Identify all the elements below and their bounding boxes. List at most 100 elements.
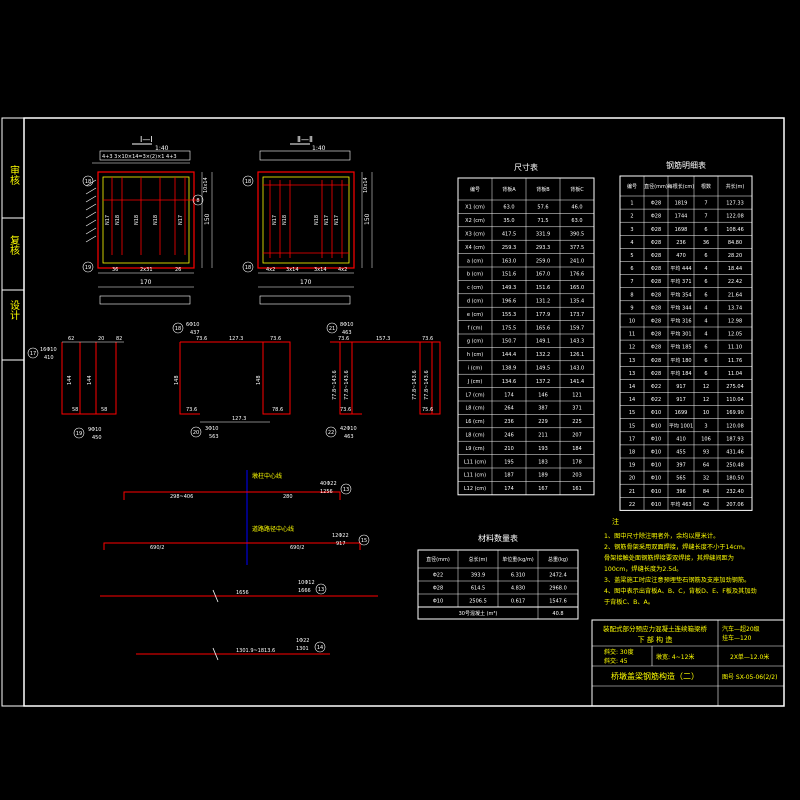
dim-table-cell: 149.5 xyxy=(536,366,550,372)
material-table-title: 材料数量表 xyxy=(478,533,518,543)
rebar-table-cell: 6 xyxy=(704,253,707,259)
rebar-table-cell: 11.10 xyxy=(728,345,742,351)
dim-table-cell: 146 xyxy=(538,392,548,398)
rebar-table-cell: 470 xyxy=(676,253,686,259)
rebar-table-cell: 36 xyxy=(703,240,709,246)
bar-18-shape: 73.6 127.3 73.6 148 148 73.6 78.6 18 6Φ1… xyxy=(172,322,291,415)
dim-table-cell: 236 xyxy=(504,419,514,425)
rebar-table-cell: 11 xyxy=(629,332,635,338)
title-right-1: 汽车—超20级 xyxy=(722,625,760,633)
section-2-bottom-dim: 3x14 xyxy=(314,267,327,273)
rebar-table-cell: 84 xyxy=(703,489,709,495)
section-2-scale: 1:40 xyxy=(312,145,326,152)
elev-1-right: 280 xyxy=(283,494,293,500)
dim-table-cell: 135.4 xyxy=(570,299,584,305)
rebar-table-cell: 5 xyxy=(630,253,633,259)
rebar-table-cell: 207.06 xyxy=(726,502,744,508)
rebar-table-cell: 396 xyxy=(676,489,686,495)
dim-table-cell: 163.0 xyxy=(502,258,516,264)
material-table-cell: 2472.4 xyxy=(549,573,567,579)
rebar-table-cell: 22.42 xyxy=(728,279,742,285)
dim-table-cell: 203 xyxy=(572,473,582,479)
rebar-table-cell: Φ10 xyxy=(651,423,661,429)
rebar-table-cell: Φ10 xyxy=(651,410,661,416)
rebar-table-cell: 122.08 xyxy=(726,214,744,220)
dim-table-cell: h (cm) xyxy=(467,352,483,358)
rebar-table-cell: 18 xyxy=(629,449,635,455)
bar-22-dim: 73.6 xyxy=(340,407,351,413)
side-strip xyxy=(1,117,25,707)
bar-21-dim: 157.3 xyxy=(376,336,390,342)
dim-table-cell: X1 (cm) xyxy=(465,205,485,211)
section-2-bar-label: N18 xyxy=(314,215,320,225)
material-table-cell: 2968.0 xyxy=(549,586,567,592)
dim-table-cell: 293.3 xyxy=(536,245,550,251)
rebar-table-cell: 平均 371 xyxy=(670,278,691,285)
bar-19-spec: 9Φ10 xyxy=(88,427,101,433)
rebar-table-cell: Φ28 xyxy=(651,292,661,298)
elevation-drawing: 墩柱中心线 道路路径中心线 298~406 280 13 40Φ22 1256 … xyxy=(100,470,378,661)
elev-3-tag: 13 xyxy=(318,587,324,593)
dim-table-cell: 165.0 xyxy=(570,285,584,291)
rebar-table-cell: 32 xyxy=(703,476,709,482)
dim-table-cell: 165.6 xyxy=(536,325,550,331)
rebar-table-cell: Φ28 xyxy=(651,305,661,311)
dim-table-cell: 195 xyxy=(504,459,514,465)
elev-1-left: 298~406 xyxy=(170,494,193,500)
material-table-cell: Φ22 xyxy=(433,573,443,579)
rebar-table-cell: 28.20 xyxy=(728,253,742,259)
bar-17-dim: 58 xyxy=(101,407,107,413)
dim-table-header: 背板C xyxy=(570,186,584,193)
rebar-table-cell: 15 xyxy=(629,423,635,429)
road-center-label: 道路路径中心线 xyxy=(252,525,294,533)
section-1-height-dim2: 10x14 xyxy=(203,177,209,193)
section-1-bottom-dim: 36 xyxy=(112,267,118,273)
dim-table-cell: 417.5 xyxy=(502,232,516,238)
rebar-table-cell: 9 xyxy=(630,305,633,311)
dim-table-cell: 143.0 xyxy=(570,366,584,372)
bar-20-shape: 127.3 20 3Φ10 563 xyxy=(190,416,270,440)
rebar-table-cell: 2 xyxy=(630,214,633,220)
note-line: 1、图中尺寸除注明者外，余均以厘米计。 xyxy=(604,532,719,540)
rebar-table-cell: 1744 xyxy=(675,214,688,220)
dim-table-cell: 207 xyxy=(572,433,582,439)
rebar-table-cell: 平均 301 xyxy=(670,331,691,338)
material-table-header: 直径(mm) xyxy=(426,556,450,563)
material-table-header: 单位重(kg/m) xyxy=(502,556,534,563)
bar-21-dim: 77.8~143.6 xyxy=(332,370,338,400)
rebar-table-cell: Φ28 xyxy=(651,201,661,207)
dim-table-cell: 134.6 xyxy=(502,379,516,385)
title-left-2: 斜交: 45 xyxy=(604,657,628,665)
section-2-bottom-dim: 3x14 xyxy=(286,267,299,273)
material-footer-label: 30号混凝土 (m³) xyxy=(459,610,498,617)
rebar-table-cell: Φ28 xyxy=(651,279,661,285)
bar-18-spec: 6Φ10 xyxy=(186,322,199,328)
dim-table-cell: L7 (cm) xyxy=(465,392,484,398)
dim-table-cell: 264 xyxy=(504,406,514,412)
dim-table-cell: c (cm) xyxy=(467,285,483,291)
dim-table-cell: 121 xyxy=(572,392,582,398)
rebar-table-cell: Φ10 xyxy=(651,489,661,495)
dim-table-cell: 183 xyxy=(538,459,548,465)
rebar-table-cell: Φ28 xyxy=(651,253,661,259)
rebar-table-cell: 4 xyxy=(704,318,707,324)
rebar-table-cell: 410 xyxy=(676,436,686,442)
dim-table-cell: 143.3 xyxy=(570,339,584,345)
rebar-table-cell: 4 xyxy=(704,266,707,272)
rebar-table-cell: Φ28 xyxy=(651,227,661,233)
section-2-bar-label: N17 xyxy=(324,215,330,225)
bar-18-dim: 73.6 xyxy=(186,407,197,413)
rebar-table-cell: 20 xyxy=(629,476,635,482)
elev-3-mid: 1656 xyxy=(236,590,249,596)
dim-table-cell: b (cm) xyxy=(467,272,483,278)
dim-table-cell: 57.6 xyxy=(537,205,548,211)
dim-table-cell: 71.5 xyxy=(537,218,548,224)
dim-table-cell: X3 (cm) xyxy=(465,232,485,238)
dim-table-cell: 196.6 xyxy=(502,299,516,305)
bar-20-spec: 3Φ10 xyxy=(205,426,218,432)
section-2-bar-label: N17 xyxy=(334,215,340,225)
dim-table-cell: 225 xyxy=(572,419,582,425)
rebar-table-cell: 4 xyxy=(704,305,707,311)
